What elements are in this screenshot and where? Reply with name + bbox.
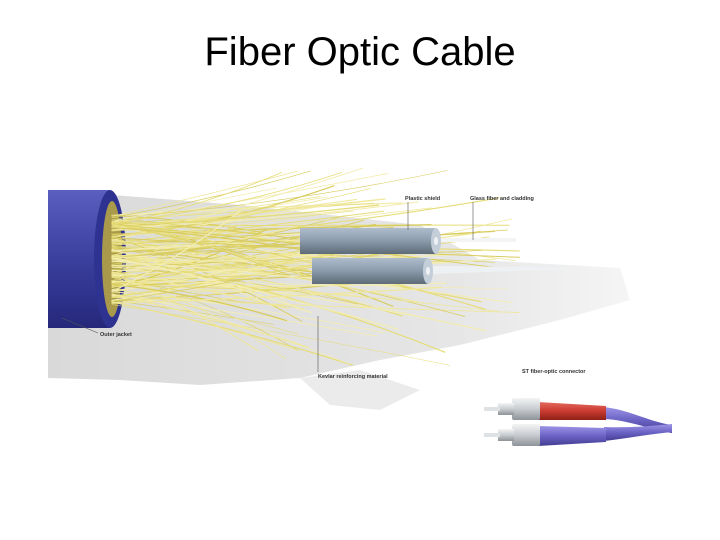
label-plastic-shield: Plastic shield xyxy=(405,196,440,202)
kevlar-strand xyxy=(111,277,269,303)
kevlar-strand xyxy=(111,167,364,241)
label-outer-jacket: Outer jacket xyxy=(100,332,132,338)
kevlar-strand xyxy=(111,207,432,246)
kevlar-strand xyxy=(111,205,276,238)
kevlar-strand xyxy=(111,257,399,330)
kevlar-strand xyxy=(111,242,251,270)
kevlar-strand xyxy=(111,287,300,335)
label-glass-fiber: Glass fiber and cladding xyxy=(470,196,534,202)
kevlar-strand xyxy=(111,172,343,224)
kevlar-strand xyxy=(111,283,288,322)
kevlar-strand xyxy=(111,170,448,218)
kevlar-strand xyxy=(111,197,500,245)
plastic-shield-upper xyxy=(300,228,441,254)
kevlar-strand xyxy=(111,253,466,262)
kevlar-strand xyxy=(111,293,309,348)
kevlar-strand xyxy=(111,236,303,322)
kevlar-strand xyxy=(111,255,424,304)
kevlar-strand xyxy=(111,201,419,229)
kevlar-strand xyxy=(111,266,357,305)
shadow-tail xyxy=(300,370,420,410)
glass-fibers xyxy=(430,238,600,274)
kevlar-strand xyxy=(111,217,273,237)
label-st-connector: ST fiber-optic connector xyxy=(522,369,586,375)
kevlar-strand xyxy=(111,225,299,257)
leader-lines xyxy=(61,202,474,372)
slide-title: Fiber Optic Cable xyxy=(204,30,516,74)
kevlar-strand xyxy=(111,290,258,294)
kevlar-strand xyxy=(111,301,299,351)
kevlar-strand xyxy=(111,170,312,218)
kevlar-strand xyxy=(111,210,242,293)
st-connector-purple xyxy=(484,424,672,446)
kevlar-strand xyxy=(111,288,386,334)
kevlar-strand xyxy=(111,211,341,237)
kevlar-strand xyxy=(111,170,299,217)
kevlar-strand xyxy=(111,210,384,244)
kevlar-strand xyxy=(111,290,350,365)
background-shadow xyxy=(48,190,630,385)
kevlar-strand xyxy=(111,283,303,291)
kevlar-strand xyxy=(111,272,259,352)
kevlar-strand xyxy=(111,223,486,310)
kevlar-strand xyxy=(111,217,236,224)
kevlar-strand xyxy=(111,172,283,225)
kevlar-strand xyxy=(111,281,509,290)
plastic-shield-lower xyxy=(312,258,433,284)
kevlar-strand xyxy=(111,188,371,238)
label-kevlar: Kevlar reinforcing material xyxy=(318,374,388,380)
kevlar-strand xyxy=(111,275,498,312)
kevlar-strand xyxy=(111,286,442,304)
kevlar-strand xyxy=(111,256,446,353)
